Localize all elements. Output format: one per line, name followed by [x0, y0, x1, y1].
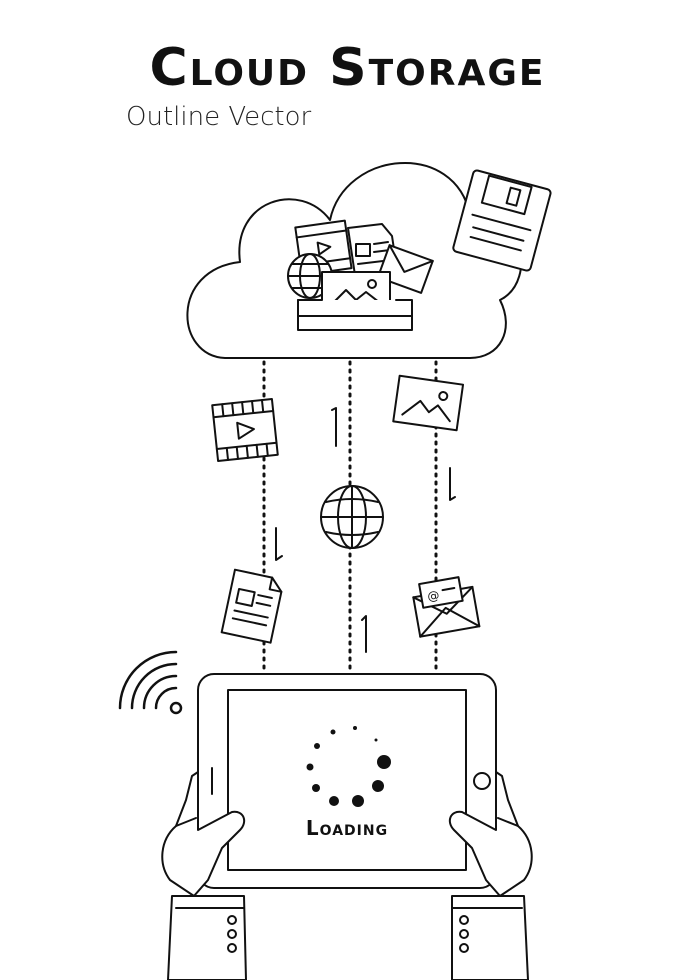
cloud-contents: [287, 219, 434, 331]
arrow-down-icon: [449, 467, 456, 501]
left-hand-icon: [161, 771, 247, 980]
page-subtitle: Outline Vector: [126, 102, 312, 132]
tablet-icon: [197, 673, 497, 889]
arrow-up-icon: [331, 407, 337, 447]
loading-label: Loading: [305, 816, 389, 840]
loading-spinner-icon: [306, 726, 391, 807]
floppy-disk-icon: [452, 169, 552, 272]
document-icon: [220, 568, 283, 644]
envelope-icon: @: [412, 576, 481, 638]
film-strip-icon: [211, 398, 279, 462]
folder-tray-icon: [297, 299, 413, 331]
right-hand-icon: [448, 771, 533, 980]
wifi-icon: [118, 650, 183, 715]
page-title: Cloud Storage: [149, 38, 546, 98]
arrow-down-icon: [275, 527, 283, 561]
image-icon: [392, 374, 465, 432]
envelope-icon: [376, 244, 434, 294]
globe-icon: [320, 485, 384, 549]
svg-text:@: @: [426, 588, 440, 604]
arrow-up-icon: [361, 615, 367, 653]
